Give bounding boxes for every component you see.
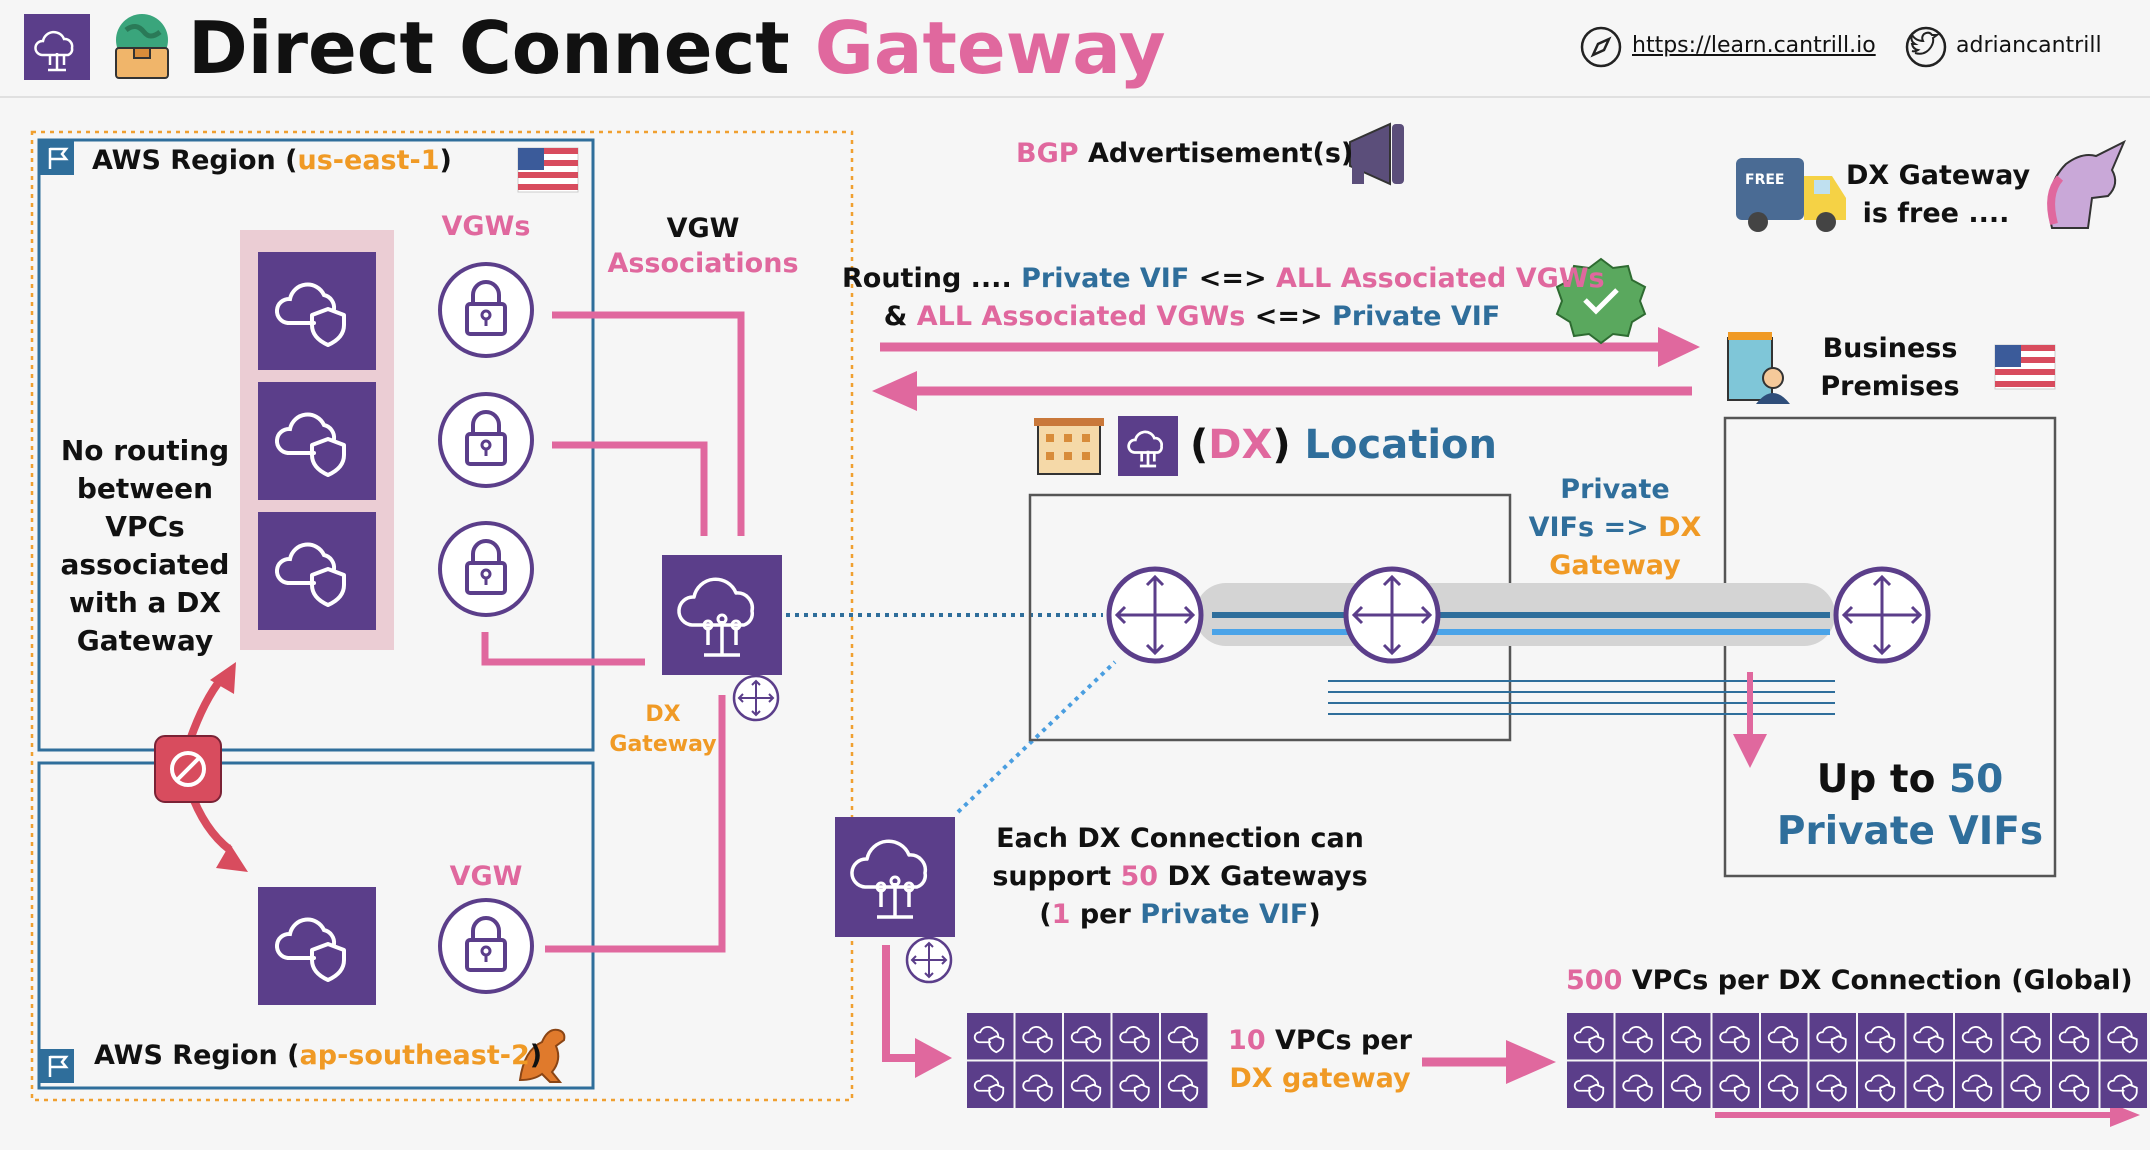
verified-badge-icon <box>1555 257 1647 345</box>
business-premises-box <box>1723 416 2057 878</box>
office-building-icon <box>1727 332 1790 404</box>
vpc-icon <box>258 512 376 630</box>
dx-gateway-icon <box>833 815 957 939</box>
routing-description: Routing .... Private VIF <=> ALL Associa… <box>842 263 1605 332</box>
page-title: Direct Connect Gateway <box>188 2 1166 94</box>
free-truck-icon <box>1736 158 1846 232</box>
vgw-association-lines <box>481 311 745 953</box>
vgw-lock-icon <box>438 898 534 994</box>
free-badge: FREE <box>1745 172 1785 188</box>
globe-box-icon <box>115 14 169 79</box>
down-arrow <box>1733 672 1767 768</box>
dx-location-icon <box>1118 416 1178 476</box>
business-router-icon <box>1836 569 1928 661</box>
vpc-icon <box>258 887 376 1005</box>
routing-arrows <box>872 327 1700 411</box>
vgw-lock-icon <box>438 262 534 358</box>
megaphone-icon <box>1349 122 1404 186</box>
kangaroo-icon <box>518 1028 566 1083</box>
blocked-icon <box>154 735 222 803</box>
compass-icon <box>1580 26 1622 68</box>
bgp-advertisements-label: BGP Advertisement(s) <box>1016 138 1354 169</box>
region-label-ap-southeast-2: AWS Region (ap-southeast-2) <box>94 1040 543 1071</box>
course-link[interactable]: https://learn.cantrill.io <box>1632 33 1876 58</box>
vpcs-per-dx-connection: 500 VPCs per DX Connection (Global) <box>1566 965 2133 996</box>
vgw-label: VGW <box>449 861 523 892</box>
dx-location-label: (DX) Location <box>1190 422 1498 468</box>
title-part-1: Direct Connect <box>188 6 790 90</box>
title-part-2: Gateway <box>814 6 1166 90</box>
vpc-grid-10 <box>967 1013 1208 1108</box>
aws-router-icon <box>1109 569 1201 661</box>
customer-router-icon <box>1346 569 1438 661</box>
unicorn-icon <box>2047 139 2126 229</box>
twitter-handle[interactable]: adriancantrill <box>1956 33 2102 58</box>
dx-gateway-router-icon <box>905 936 953 984</box>
private-vif-lines <box>1328 680 1835 715</box>
dx-gateway-icon <box>660 553 784 677</box>
vpc-icon <box>258 252 376 370</box>
vgw-lock-icon <box>438 521 534 617</box>
twitter-icon <box>1905 26 1947 68</box>
private-vifs-to-dxgw-label: Private VIFs => DX Gateway <box>1528 474 1702 581</box>
private-vif-link <box>956 660 1117 814</box>
each-dx-connection-note: Each DX Connection can support 50 DX Gat… <box>992 823 1368 930</box>
region-flag-icon <box>38 139 76 177</box>
region-label-us-east-1: AWS Region (us-east-1) <box>92 145 452 176</box>
vpc-icon <box>258 382 376 500</box>
vgws-label: VGWs <box>441 211 531 242</box>
dx-location-building-icon <box>1034 418 1104 475</box>
bottom-arrows <box>882 945 2140 1127</box>
vpc-grid-500 <box>1567 1013 2147 1108</box>
dx-gateway-scope-boundary <box>30 130 854 1102</box>
us-flag-icon <box>517 147 579 193</box>
us-flag-icon <box>1994 344 2056 390</box>
cloud-gateway-logo-icon <box>24 14 90 80</box>
dx-gateway-router-icon <box>732 674 780 722</box>
vgw-lock-icon <box>438 392 534 488</box>
region-flag-icon <box>38 1047 76 1085</box>
region-ap-southeast-2-box <box>37 761 595 1090</box>
